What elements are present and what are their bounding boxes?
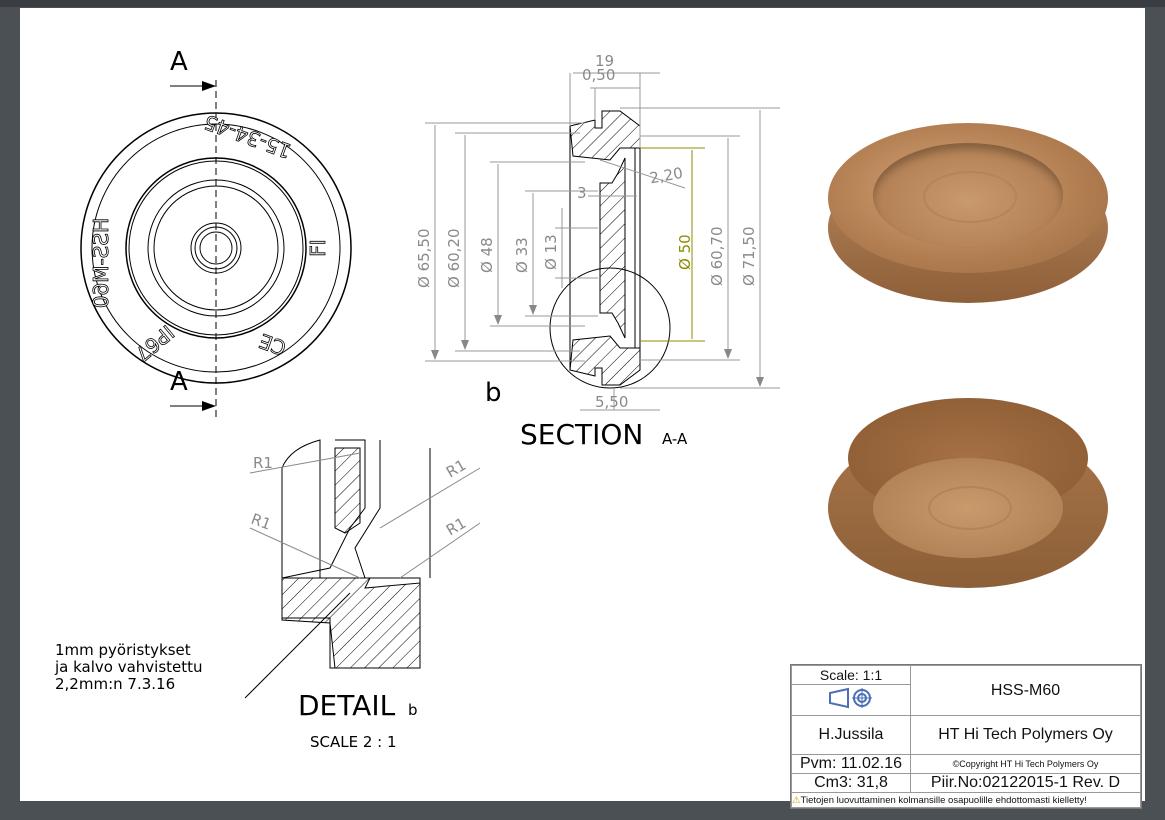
render-top-view — [828, 113, 1108, 313]
detail-radius-1: R1 — [253, 454, 273, 472]
dim-5-50: 5,50 — [595, 393, 628, 411]
part-name: HSS-M60 — [910, 665, 1141, 716]
dim-dia-13: Ø 13 — [542, 234, 560, 270]
dim-dia-60-70: Ø 60,70 — [708, 226, 726, 286]
engraving-fi: FI — [306, 239, 330, 256]
detail-radius-3: R1 — [249, 510, 274, 534]
warning-icon: ⚠ — [792, 794, 801, 806]
company: HT Hi Tech Polymers Oy — [910, 715, 1141, 755]
dim-dia-71-50: Ø 71,50 — [740, 226, 758, 286]
dim-dia-60-20: Ø 60,20 — [445, 228, 463, 288]
dim-dia-65-50: Ø 65,50 — [415, 228, 433, 288]
section-label-top: A — [170, 47, 188, 77]
scale-cell: Scale: 1:1 — [791, 665, 911, 685]
detail-note-line-2: ja kalvo vahvistettu — [54, 658, 203, 676]
engraving-code: 15-34-45 — [201, 110, 295, 164]
section-title-suffix: A-A — [662, 430, 688, 448]
warning-text: Tietojen luovuttaminen kolmansille osapu… — [800, 794, 1087, 806]
detail-title: DETAIL — [298, 689, 396, 722]
dim-3: 3 — [577, 184, 587, 202]
engraving-ip: IP67 — [130, 320, 179, 366]
section-view: b — [415, 52, 780, 451]
detail-view: R1 R1 R1 R1 1mm pyöristykset ja kalvo va… — [54, 439, 481, 751]
detail-title-suffix: b — [408, 701, 418, 719]
detail-radius-2: R1 — [443, 456, 469, 482]
copyright: ©Copyright HT Hi Tech Polymers Oy — [910, 754, 1141, 774]
detail-radius-4: R1 — [443, 514, 469, 540]
detail-circle — [549, 267, 671, 389]
dim-dia-33: Ø 33 — [513, 237, 531, 273]
front-view: A A HSS-M60 15-34-45 FI IP67 CE — [80, 47, 352, 418]
detail-note-line-1: 1mm pyöristykset — [55, 641, 191, 659]
viewer-toolbar — [0, 0, 1165, 7]
engraving-ce: CE — [256, 329, 289, 361]
dim-dia-48: Ø 48 — [478, 237, 496, 273]
section-label-bottom: A — [170, 367, 188, 397]
detail-note-line-3: 2,2mm:n 7.3.16 — [55, 675, 175, 693]
engraving-model: HSS-M60 — [89, 218, 113, 308]
drawing-page: A A HSS-M60 15-34-45 FI IP67 CE — [20, 8, 1145, 809]
dim-0-50: 0,50 — [582, 66, 615, 84]
volume: Cm3: 31,8 — [791, 773, 911, 793]
drawing-number-row: Piir.No:02122015-1 Rev. D — [910, 773, 1141, 793]
title-block: Scale: 1:1 HSS-M60 H.Jussila HT Hi Tech … — [790, 664, 1142, 809]
dim-2-20: 2,20 — [648, 164, 684, 188]
author: H.Jussila — [791, 715, 911, 755]
detail-marker: b — [485, 378, 502, 408]
drawing-canvas: A A HSS-M60 15-34-45 FI IP67 CE — [54, 47, 780, 751]
dim-19: 19 — [595, 52, 614, 70]
date: Pvm: 11.02.16 — [791, 754, 911, 774]
drawing-number: Piir.No:02122015-1 — [930, 774, 1068, 791]
dim-dia-50: Ø 50 — [676, 234, 694, 270]
detail-scale: SCALE 2 : 1 — [310, 733, 397, 751]
section-title: SECTION — [520, 418, 643, 451]
render-bottom-view — [828, 398, 1108, 598]
warning-row: ⚠Tietojen luovuttaminen kolmansille osap… — [791, 792, 1141, 808]
revision: Rev. D — [1072, 774, 1121, 791]
projection-symbol-icon — [791, 684, 911, 716]
